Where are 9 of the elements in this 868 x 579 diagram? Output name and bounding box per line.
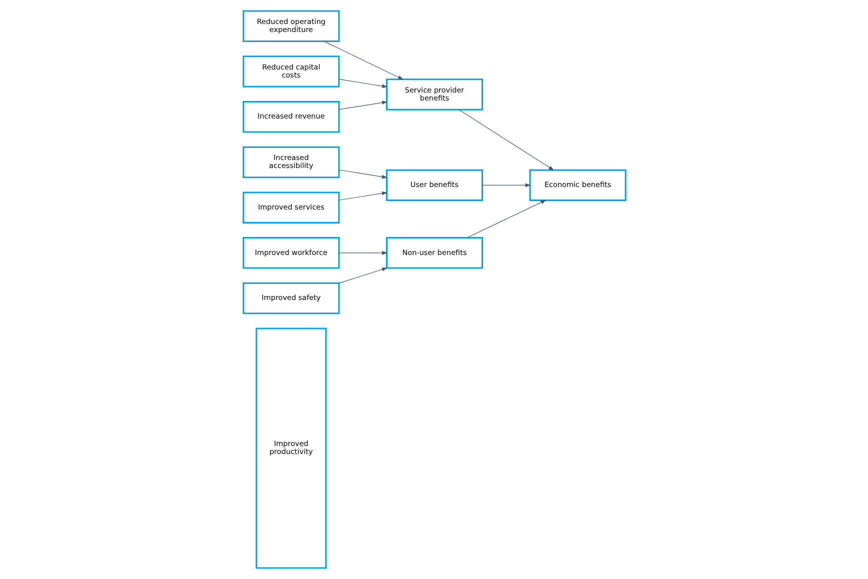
arrow	[338, 170, 387, 179]
arrow	[338, 268, 387, 284]
arrow	[338, 78, 387, 88]
arrow	[338, 100, 387, 110]
arrow	[482, 183, 530, 188]
arrow	[338, 191, 387, 200]
arrow	[458, 109, 554, 170]
arrow	[466, 200, 546, 238]
arrow	[338, 251, 387, 255]
